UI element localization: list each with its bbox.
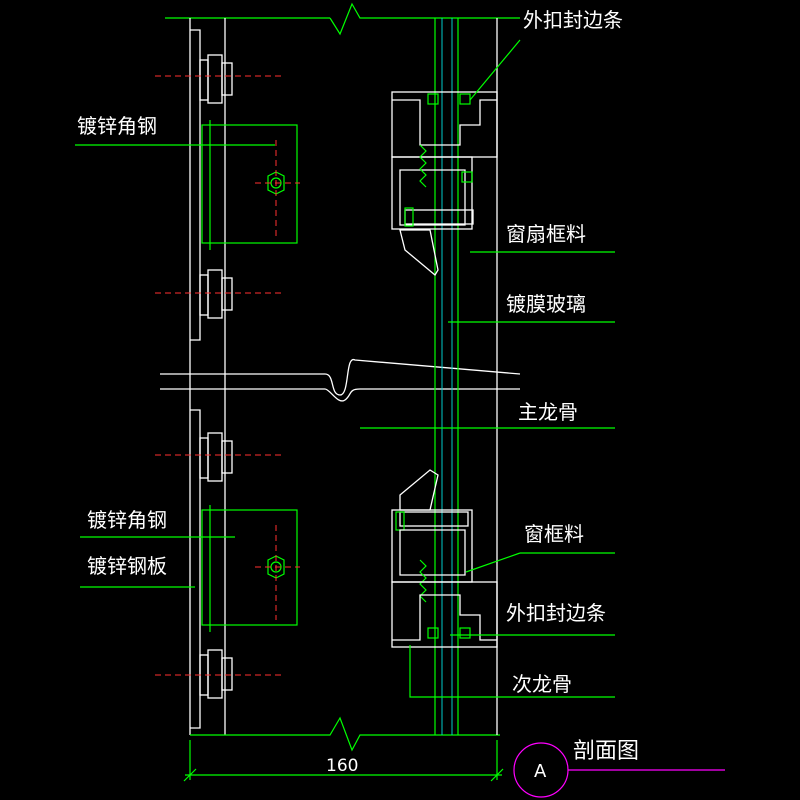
- label-sash-frame: 窗扇框料: [506, 222, 586, 246]
- wall-structure: [160, 2, 521, 752]
- dimension-value: 160: [326, 756, 358, 776]
- dimension-160: 160: [183, 740, 504, 782]
- label-main-keel: 主龙骨: [518, 400, 578, 424]
- bottom-profiles: [391, 469, 498, 648]
- section-title: 剖面图: [573, 739, 639, 764]
- top-profiles: [391, 91, 498, 276]
- label-top-angle-steel: 镀锌角钢: [77, 114, 157, 138]
- label-steel-plate: 镀锌钢板: [87, 554, 167, 578]
- leader-lines: [75, 39, 615, 698]
- top-connection: [155, 29, 300, 341]
- label-coated-glass: 镀膜玻璃: [506, 292, 586, 316]
- label-window-frame: 窗框料: [524, 522, 584, 546]
- label-bottom-outer-strip: 外扣封边条: [506, 601, 606, 625]
- section-mark: A 剖面图: [513, 739, 725, 798]
- bottom-connection: [155, 409, 300, 729]
- label-bottom-angle-steel: 镀锌角钢: [87, 508, 167, 532]
- label-top-outer-strip: 外扣封边条: [523, 8, 623, 32]
- label-secondary-keel: 次龙骨: [512, 672, 572, 696]
- section-bubble: A: [534, 761, 547, 782]
